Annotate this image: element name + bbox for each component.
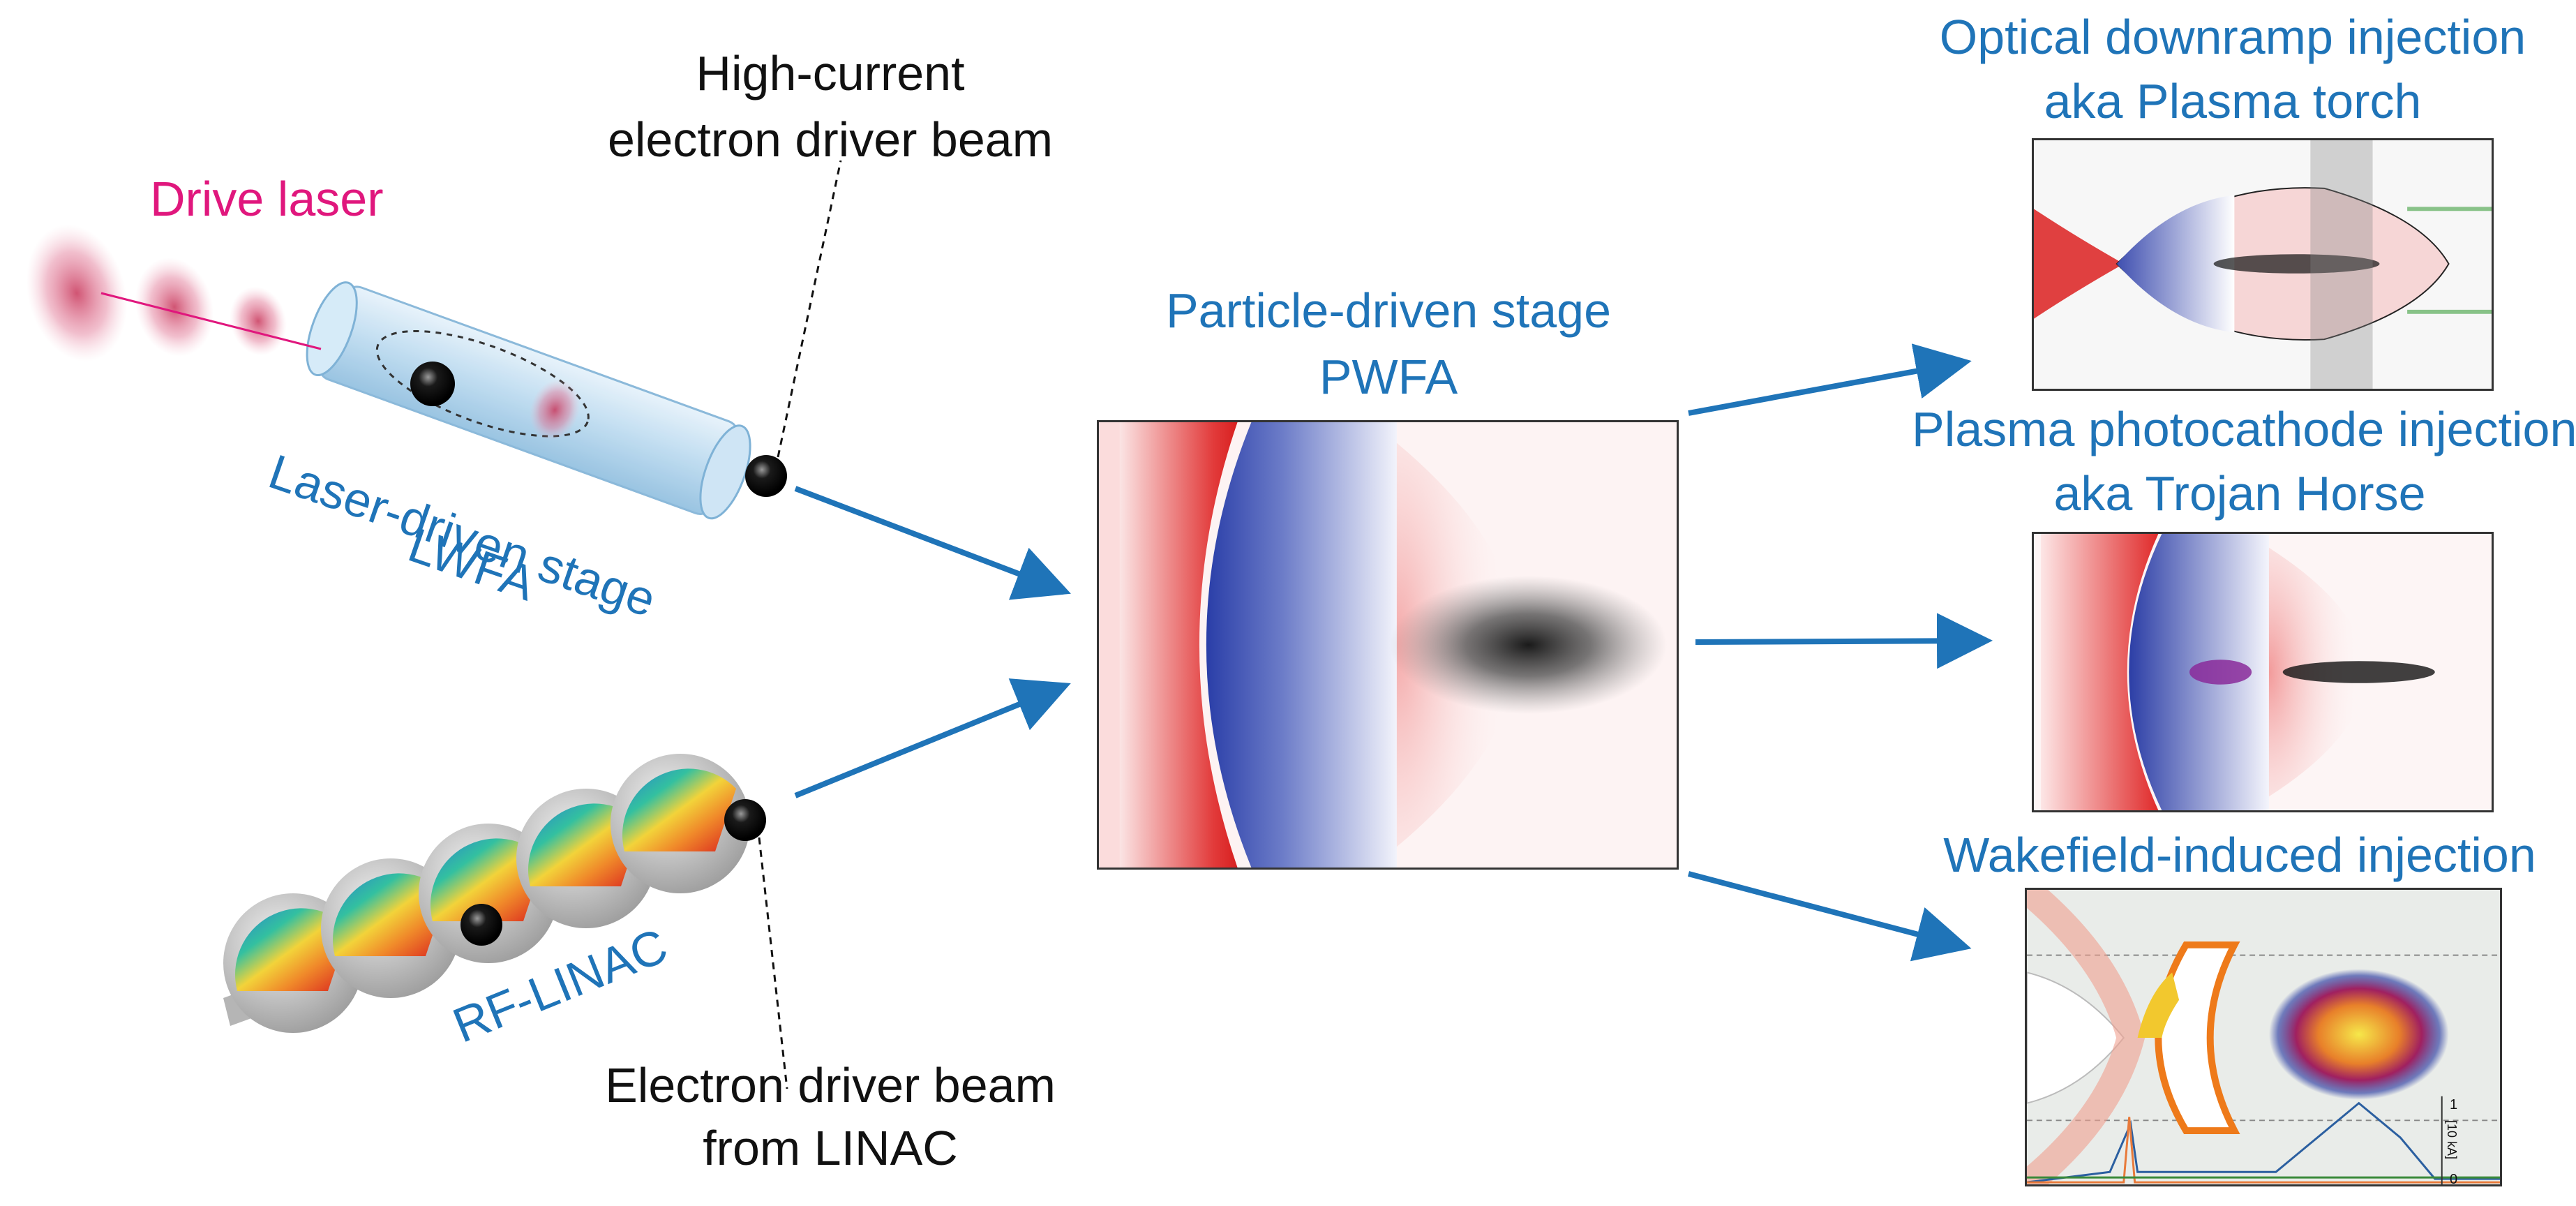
lwfa-output-bunch xyxy=(745,455,787,497)
high-current-label-line2: electron driver beam xyxy=(607,112,1054,167)
particle-stage-label-line1: Particle-driven stage xyxy=(1165,283,1612,338)
laser-pulses xyxy=(26,224,287,362)
drive-laser-label: Drive laser xyxy=(150,172,384,226)
optical-injection-label-line2: aka Plasma torch xyxy=(2044,74,2422,128)
high-current-leader-line xyxy=(777,160,842,458)
linac-beam-label-line2: from LINAC xyxy=(703,1121,958,1175)
current-axis-top-tick: 1 xyxy=(2450,1097,2458,1112)
wakefield-induced-panel: 1 0 [10 kA] xyxy=(2025,888,2502,1186)
linac-output-bunch xyxy=(724,799,766,841)
linac-bunch-inside xyxy=(460,904,502,946)
pwfa-simulation-panel xyxy=(1097,420,1679,870)
optical-injection-label-line1: Optical downramp injection xyxy=(1939,10,2526,64)
arrow-to-optical xyxy=(1688,343,1972,416)
linac-beam-label-line1: Electron driver beam xyxy=(605,1058,1056,1112)
current-axis-bottom-tick: 0 xyxy=(2450,1172,2458,1186)
lwfa-tube xyxy=(306,281,751,520)
current-axis-unit: [10 kA] xyxy=(2445,1120,2459,1160)
wakefield-injection-label: Wakefield-induced injection xyxy=(1943,828,2536,882)
arrow-to-photocathode xyxy=(1695,613,1993,669)
photocathode-injection-label-line1: Plasma photocathode injection xyxy=(1912,402,2576,456)
plasma-photocathode-panel xyxy=(2032,532,2494,812)
laser-pointer-line xyxy=(100,292,322,350)
arrow-to-wakefield xyxy=(1687,871,1972,962)
high-current-label-line1: High-current xyxy=(696,46,965,100)
photocathode-injection-label-line2: aka Trojan Horse xyxy=(2053,466,2426,521)
arrow-lwfa-to-pwfa xyxy=(794,486,1071,600)
arrow-linac-to-pwfa xyxy=(794,678,1071,798)
driver-bunch-in-tube xyxy=(410,362,455,406)
particle-stage-label-line2: PWFA xyxy=(1319,350,1458,404)
optical-downramp-panel xyxy=(2032,138,2494,391)
linac-leader-line xyxy=(758,837,788,1089)
